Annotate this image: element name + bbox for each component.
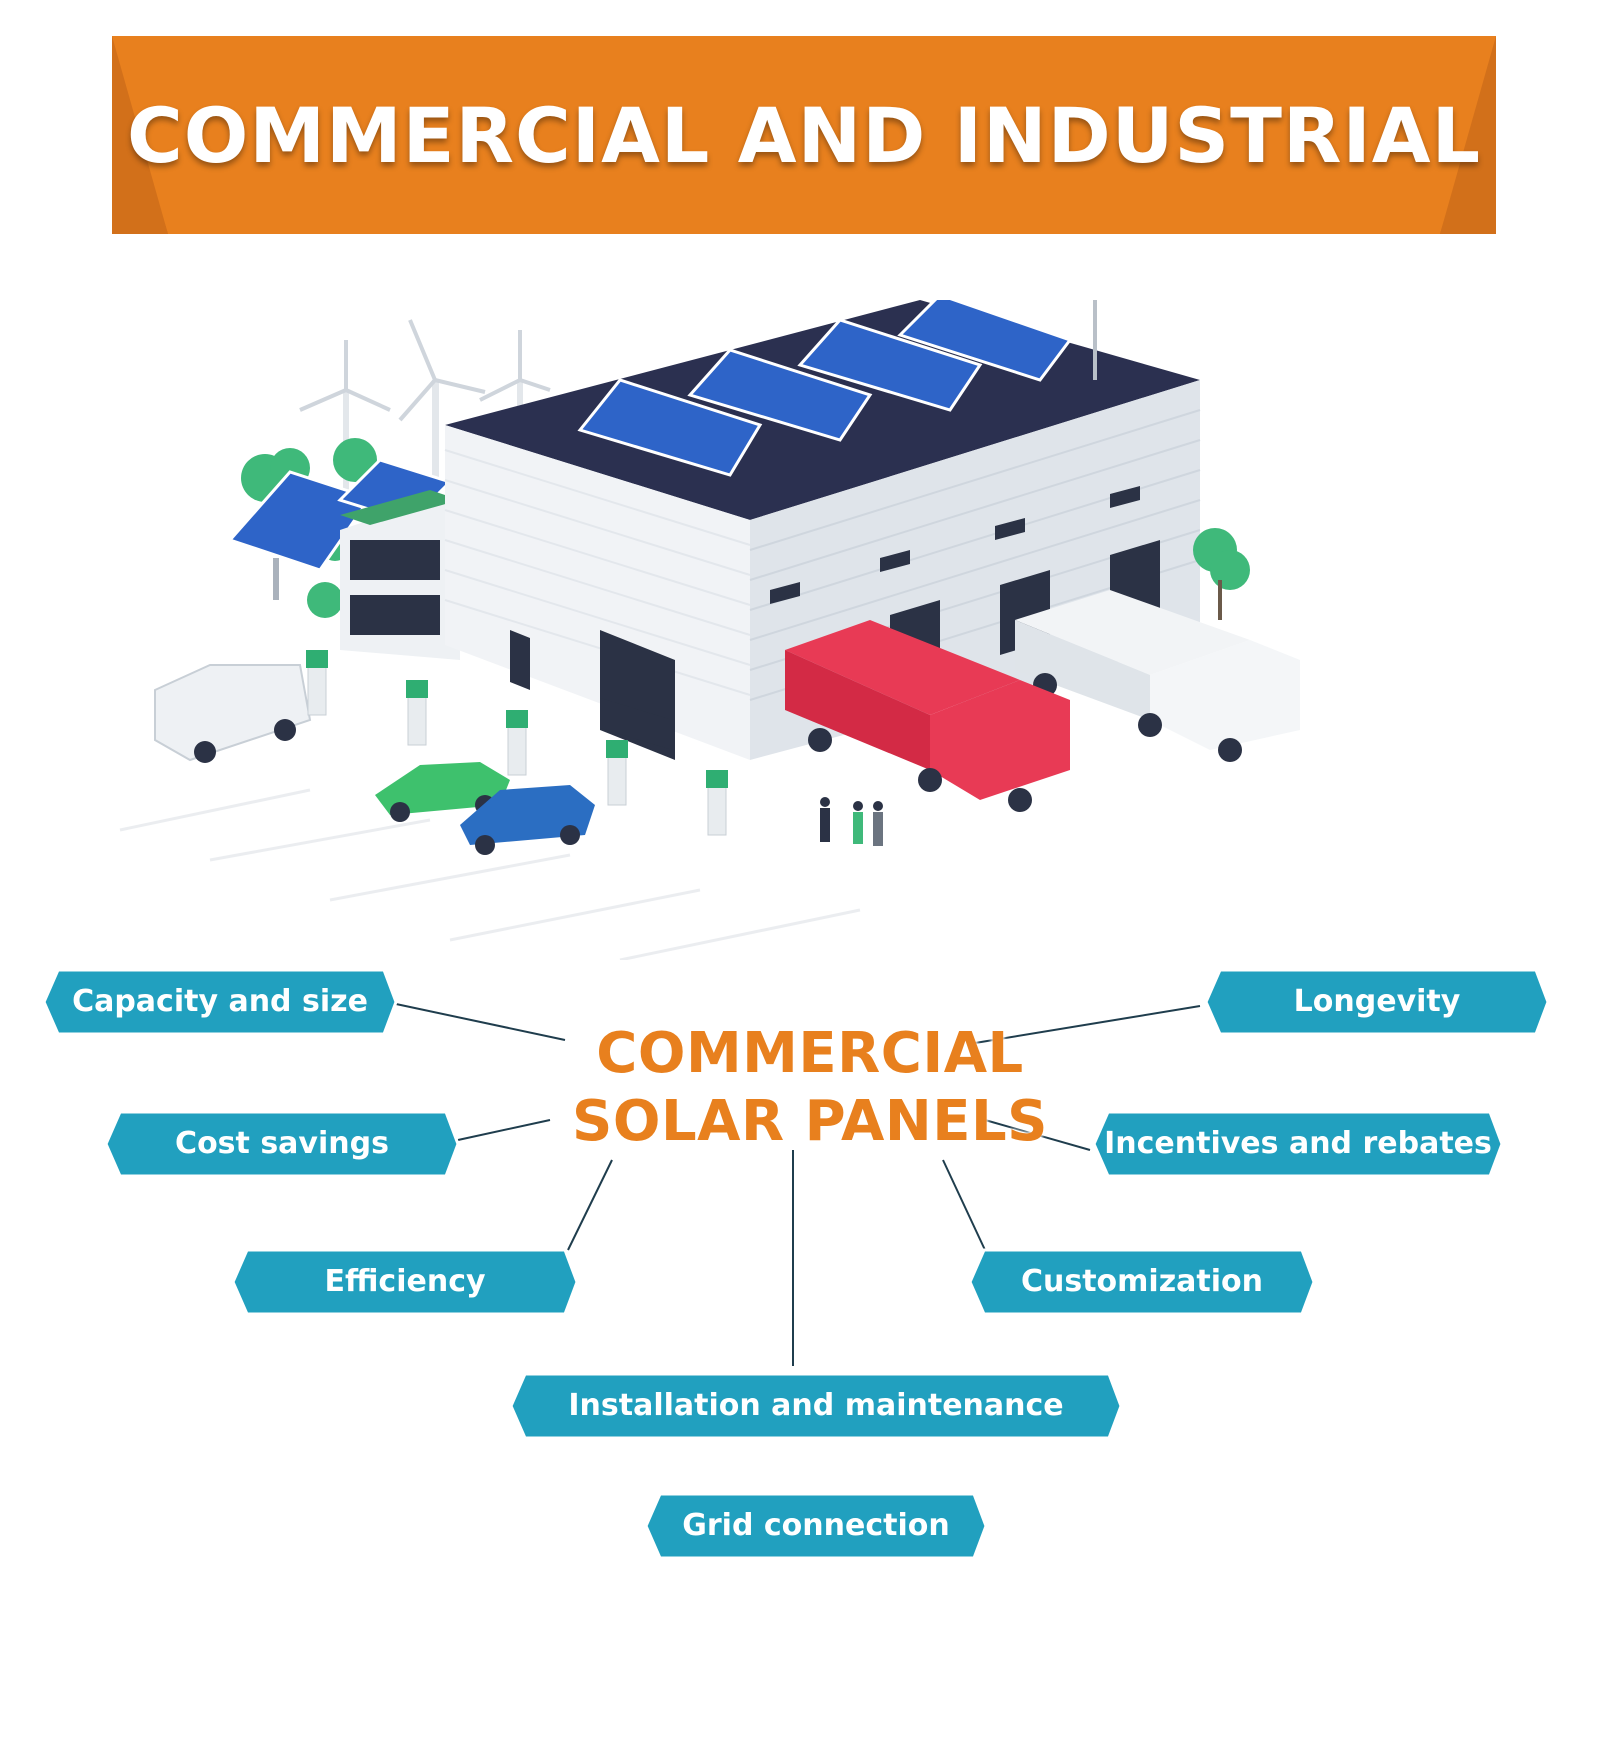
van-icon bbox=[154, 664, 312, 763]
tag-label: Efficiency bbox=[324, 1264, 486, 1299]
tag-installation-and-maintenance: Installation and maintenance bbox=[509, 1372, 1123, 1440]
charging-station-icon bbox=[306, 650, 728, 836]
tag-label: Customization bbox=[1020, 1264, 1264, 1299]
office-building-icon bbox=[340, 490, 460, 660]
truck-icon bbox=[785, 620, 1070, 812]
tag-label: Grid connection bbox=[682, 1508, 950, 1543]
tag-incentives-and-rebates: Incentives and rebates bbox=[1092, 1110, 1504, 1178]
tree-icon bbox=[1193, 528, 1250, 620]
people-icon bbox=[820, 797, 883, 846]
tag-label: Incentives and rebates bbox=[1104, 1126, 1492, 1161]
truck-icon bbox=[1015, 590, 1300, 762]
center-label-line2: SOLAR PANELS bbox=[572, 1089, 1048, 1154]
tag-label: Capacity and size bbox=[72, 984, 368, 1019]
center-label: COMMERCIAL SOLAR PANELS bbox=[520, 1020, 1100, 1156]
tag-capacity-and-size: Capacity and size bbox=[42, 968, 398, 1036]
ground-lines bbox=[119, 788, 861, 960]
tag-cost-savings: Cost savings bbox=[104, 1110, 460, 1178]
tag-efficiency: Efficiency bbox=[231, 1248, 579, 1316]
center-label-line1: COMMERCIAL bbox=[596, 1021, 1024, 1086]
banner-ribbon-shape bbox=[112, 36, 1496, 234]
industrial-scene-illustration bbox=[119, 300, 1300, 960]
tag-label: Longevity bbox=[1293, 984, 1461, 1019]
electric-car-icon bbox=[375, 762, 595, 855]
tag-label: Cost savings bbox=[175, 1126, 389, 1161]
tag-grid-connection: Grid connection bbox=[644, 1492, 988, 1560]
page-title: COMMERCIAL AND INDUSTRIAL bbox=[126, 90, 1482, 180]
tag-customization: Customization bbox=[968, 1248, 1316, 1316]
tag-label: Installation and maintenance bbox=[568, 1388, 1064, 1423]
tag-longevity: Longevity bbox=[1204, 968, 1550, 1036]
title-banner: COMMERCIAL AND INDUSTRIAL bbox=[112, 36, 1496, 234]
